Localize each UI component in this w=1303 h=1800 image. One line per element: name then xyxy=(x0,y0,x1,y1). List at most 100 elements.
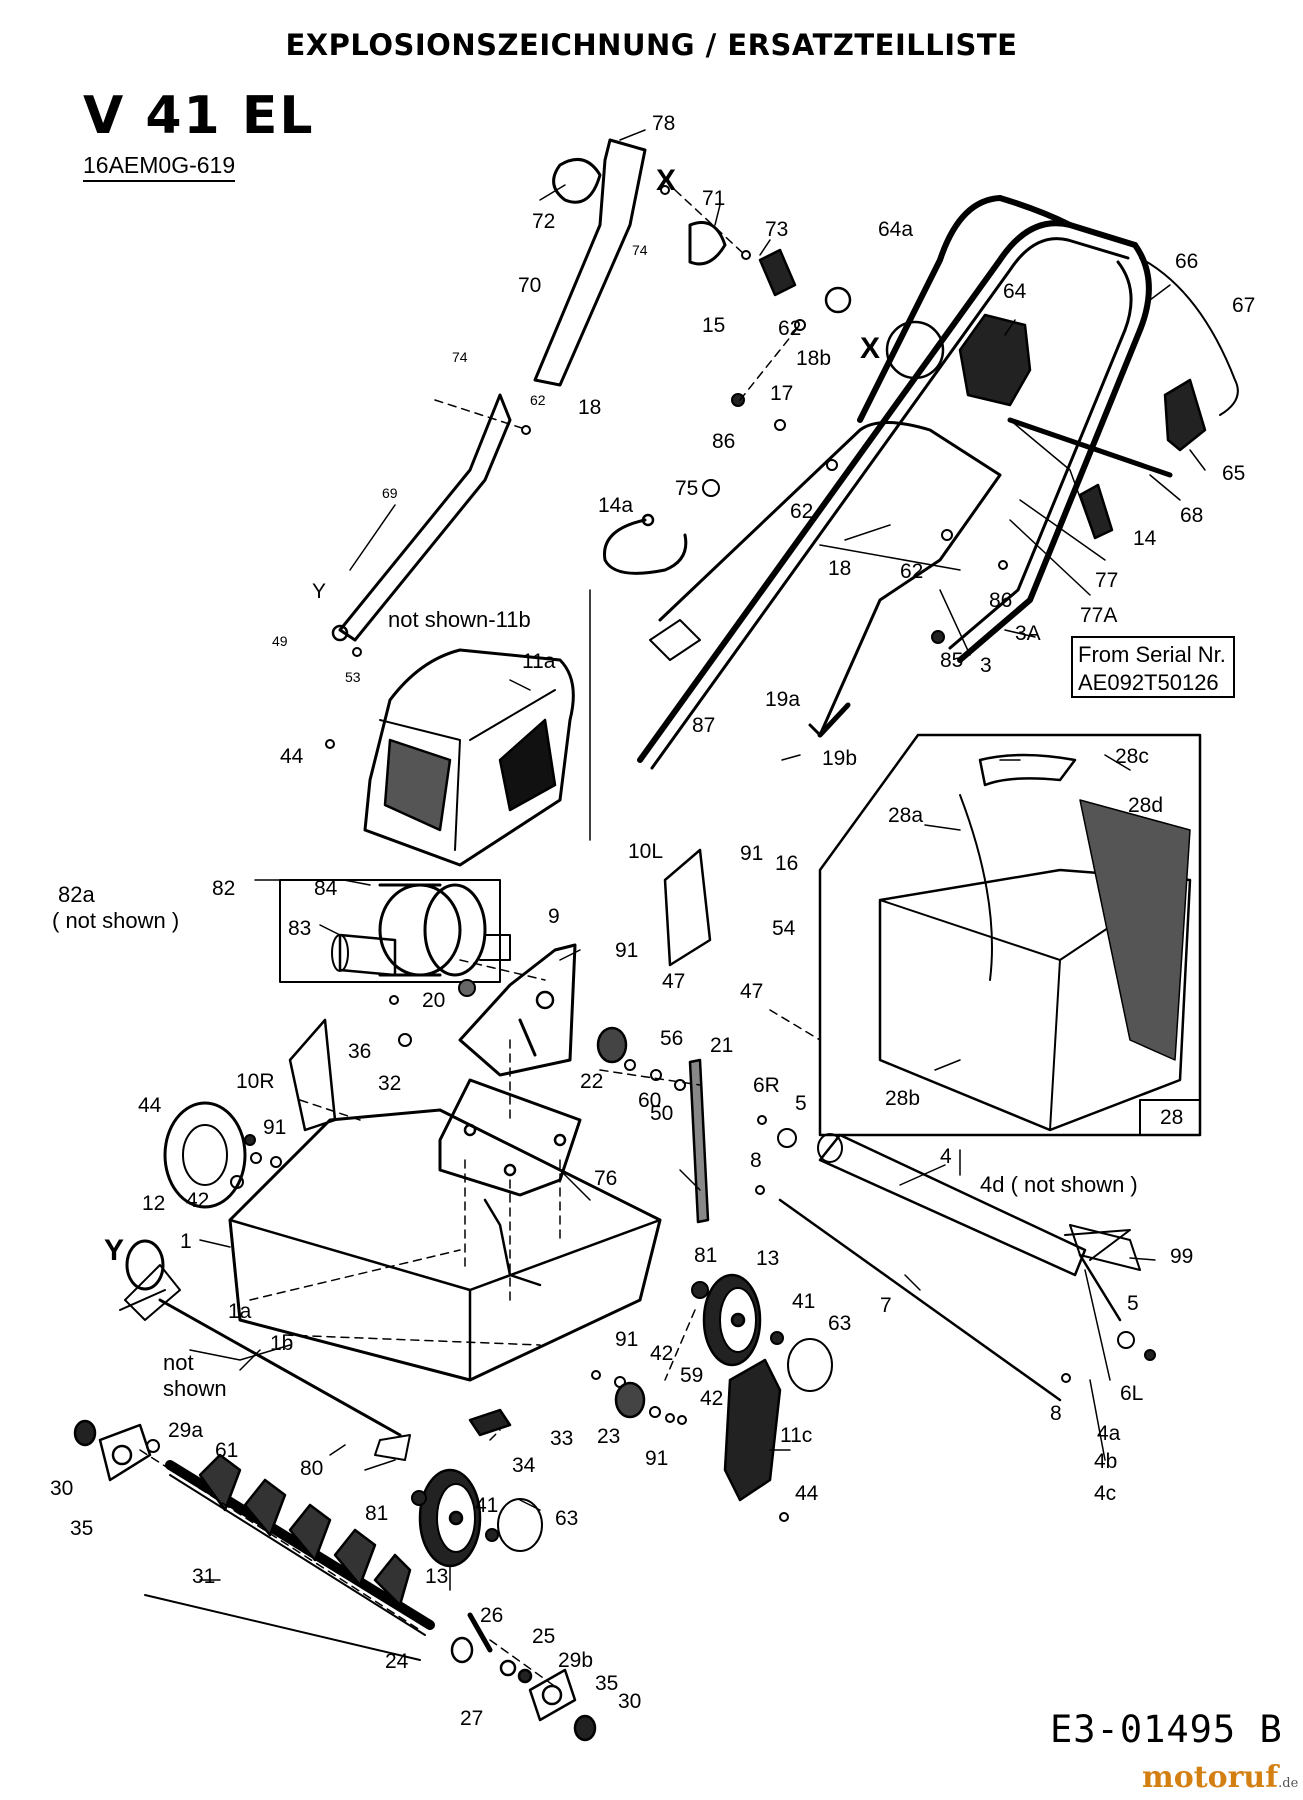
callout: 66 xyxy=(1175,250,1198,273)
callout: 4b xyxy=(1094,1450,1117,1473)
callout: 1b xyxy=(270,1332,293,1355)
wheel-13-rear xyxy=(702,1273,762,1367)
callout: 1 xyxy=(180,1230,192,1253)
callout: 56 xyxy=(660,1027,683,1050)
callout: 87 xyxy=(692,714,715,737)
callout: 35 xyxy=(595,1672,618,1695)
adjust-rod-69 xyxy=(331,393,512,642)
adjust-lever-70-78 xyxy=(533,138,852,387)
bearing-housing-35-right xyxy=(528,1668,577,1722)
callout: 5 xyxy=(795,1092,807,1115)
callout: 3 xyxy=(980,654,992,677)
callout: 84 xyxy=(314,877,338,900)
callout: 18 xyxy=(828,557,851,580)
cable-ring-14a xyxy=(603,513,688,575)
callout: 5 xyxy=(1127,1292,1139,1315)
switch-box-64 xyxy=(885,313,1032,407)
grass-bag-28 xyxy=(818,733,1202,1137)
callout: 59 xyxy=(680,1364,703,1387)
callout: 22 xyxy=(580,1070,603,1093)
callout: 68 xyxy=(1180,504,1203,527)
callout: 64a xyxy=(878,218,913,241)
callout: 34 xyxy=(512,1454,536,1477)
roller-4 xyxy=(817,1133,1131,1322)
callout: 35 xyxy=(70,1517,93,1540)
callout: 23 xyxy=(597,1425,620,1448)
pulley-22 xyxy=(596,1026,628,1064)
callout: 18b xyxy=(796,347,831,370)
callout: 33 xyxy=(550,1427,573,1450)
handle-upper-part xyxy=(637,195,1152,770)
note-4d-not-shown: 4d ( not shown ) xyxy=(980,1172,1138,1197)
callout: 18 xyxy=(578,396,601,419)
motor-84 xyxy=(378,883,511,977)
axle-7 xyxy=(778,1198,1062,1402)
note-82a-not-shown: ( not shown ) xyxy=(52,908,179,933)
callout: 29b xyxy=(558,1649,593,1672)
callout: 71 xyxy=(702,187,725,210)
callout: 41 xyxy=(792,1290,815,1313)
fasteners xyxy=(146,185,1156,1542)
callout: 49 xyxy=(272,633,288,649)
callout: 86 xyxy=(712,430,735,453)
callout: 76 xyxy=(594,1167,617,1190)
bearing-housing-35-left xyxy=(98,1423,152,1482)
model-name: V 41 EL xyxy=(83,86,315,146)
callout: 50 xyxy=(650,1102,673,1125)
callout: 28b xyxy=(885,1087,920,1110)
callout: 19b xyxy=(822,747,857,770)
hubcap-63 xyxy=(497,1338,833,1552)
callout: 21 xyxy=(710,1034,733,1057)
callout: 65 xyxy=(1222,462,1245,485)
small-parts xyxy=(467,1198,542,1684)
belt-21 xyxy=(688,1058,710,1224)
cable-68 xyxy=(1007,417,1173,478)
callout: 44 xyxy=(795,1482,819,1505)
callout: 36 xyxy=(348,1040,371,1063)
callout: 99 xyxy=(1170,1245,1193,1268)
deck-housing-1 xyxy=(228,1108,662,1382)
bearing-30-left xyxy=(73,1419,97,1447)
callout: 44 xyxy=(280,745,304,768)
engine-cover-11a xyxy=(363,648,575,867)
callout: 28 xyxy=(1160,1106,1183,1129)
callout: 28a xyxy=(888,804,923,827)
callout: 82 xyxy=(212,877,235,900)
callout: 10R xyxy=(236,1070,275,1093)
callout: 63 xyxy=(828,1312,851,1335)
callout: 91 xyxy=(645,1447,668,1470)
side-plate-10L xyxy=(663,848,712,967)
callout: 47 xyxy=(740,980,763,1003)
drawing-number: E3-01495 B xyxy=(1050,1708,1283,1751)
callout: 29a xyxy=(168,1419,203,1442)
note-82a: 82a xyxy=(58,882,95,907)
serial-label: From Serial Nr. xyxy=(1078,642,1226,667)
callout: 17 xyxy=(770,382,793,405)
leader-lines xyxy=(189,129,1206,1591)
callout: 91 xyxy=(615,1328,638,1351)
callout: 54 xyxy=(772,917,796,940)
callout: 4c xyxy=(1094,1482,1116,1505)
callout: 9 xyxy=(548,905,560,928)
assembly-lines xyxy=(139,189,821,1691)
callout: 30 xyxy=(50,1477,73,1500)
callout: 28d xyxy=(1128,794,1163,817)
shaft-80 xyxy=(374,1434,411,1461)
callout: 13 xyxy=(756,1247,779,1270)
callout: 19a xyxy=(765,688,800,711)
callout: 63 xyxy=(555,1507,578,1530)
callout: 91 xyxy=(740,842,763,865)
handle-lower-part xyxy=(649,421,1002,738)
callout: 11c xyxy=(780,1424,812,1447)
callout: 91 xyxy=(615,939,638,962)
motor-group-frame xyxy=(279,879,501,983)
callout: 64 xyxy=(1003,280,1027,303)
pulley-23 xyxy=(614,1381,646,1419)
callout: 28c xyxy=(1115,745,1149,768)
callout: 62 xyxy=(778,317,801,340)
callout: 62 xyxy=(900,560,923,583)
callout: 42 xyxy=(700,1387,723,1410)
diagram-notes: not shown-11b 82a ( not shown ) 4d ( not… xyxy=(52,607,1235,1401)
